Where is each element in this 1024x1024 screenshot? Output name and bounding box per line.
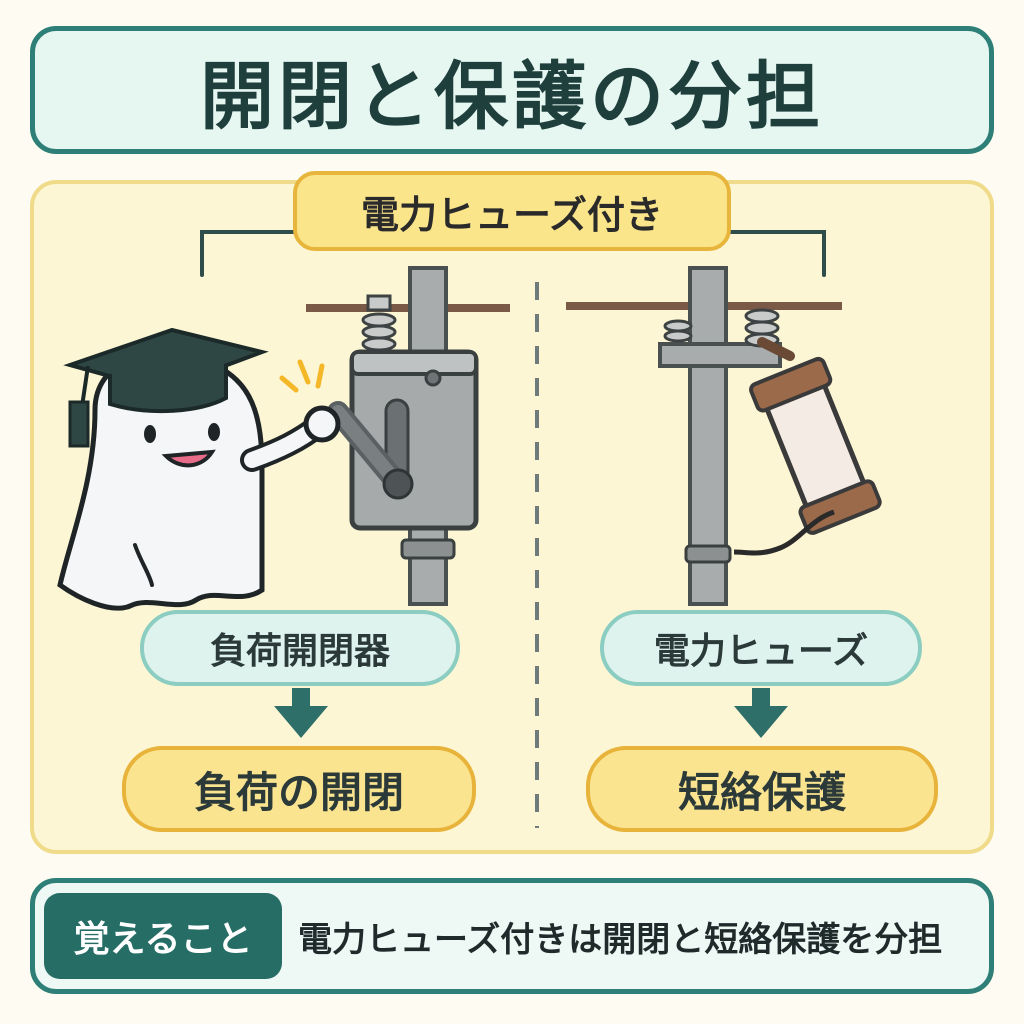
power-fuse-illustration — [566, 266, 882, 606]
bracket-right — [729, 230, 826, 277]
arrow-down-icon — [274, 688, 328, 738]
title-box: 開閉と保護の分担 — [30, 26, 994, 154]
power-fuse-label: 電力ヒューズ — [653, 631, 869, 672]
load-switch-pill: 負荷開閉器 — [140, 610, 460, 686]
bracket-left — [200, 230, 298, 277]
short-circuit-protection-label: 短絡保護 — [677, 767, 846, 817]
short-circuit-protection-pill: 短絡保護 — [586, 746, 938, 832]
summary-text-container: 電力ヒューズ付きは開閉と短絡保護を分担 — [298, 893, 982, 979]
page-title: 開閉と保護の分担 — [200, 53, 824, 140]
load-switch-label: 負荷開閉器 — [209, 631, 390, 672]
insulator-icon — [361, 294, 397, 352]
summary-badge-text: 覚えること — [73, 919, 253, 960]
ghost-mascot — [57, 351, 341, 611]
summary-text: 電力ヒューズ付きは開閉と短絡保護を分担 — [298, 919, 943, 960]
arrow-down-icon — [734, 688, 788, 738]
power-fuse-pill: 電力ヒューズ — [600, 610, 922, 686]
group-label: 電力ヒューズ付き — [293, 171, 731, 251]
summary-badge: 覚えること — [44, 893, 282, 979]
graduation-cap-icon — [63, 327, 269, 448]
load-switching-pill: 負荷の開閉 — [122, 746, 476, 832]
group-label-text: 電力ヒューズ付き — [360, 192, 664, 237]
load-switching-label: 負荷の開閉 — [193, 767, 404, 817]
load-switch-illustration — [279, 266, 510, 606]
